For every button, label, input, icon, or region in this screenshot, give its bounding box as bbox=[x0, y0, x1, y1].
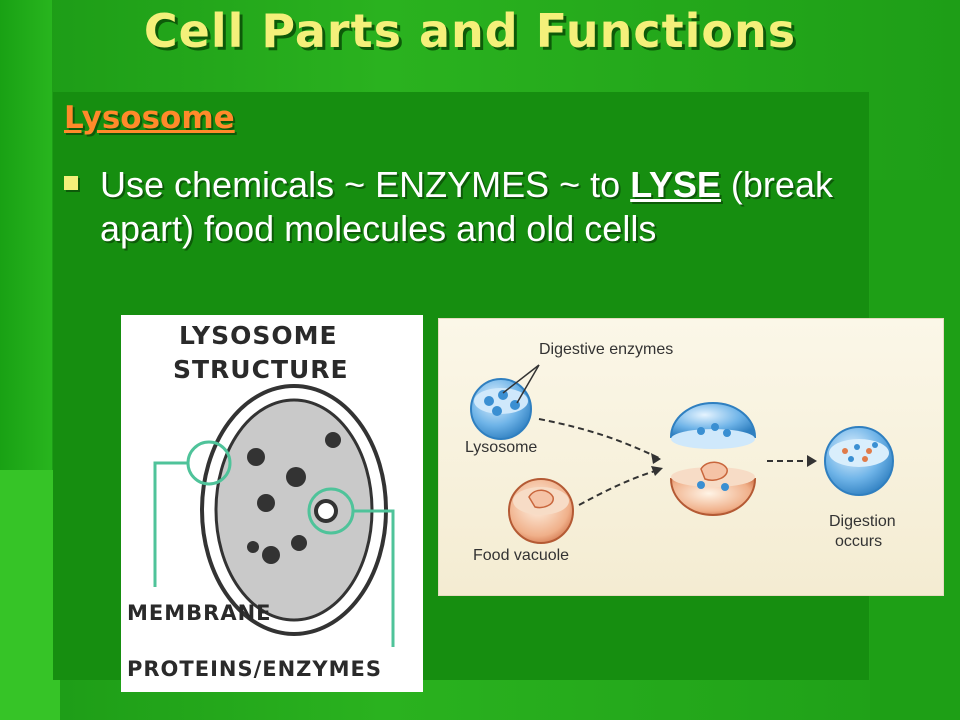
label-proteins-enzymes: PROTEINS/ENZYMES bbox=[127, 657, 382, 681]
lysosome-structure-drawing bbox=[153, 384, 395, 647]
structure-title-line1: LYSOSOME bbox=[179, 321, 338, 350]
label-digestive-enzymes: Digestive enzymes bbox=[539, 341, 674, 358]
label-food-vacuole: Food vacuole bbox=[473, 547, 570, 564]
bullet-emphasis: LYSE bbox=[630, 164, 721, 205]
section-heading: Lysosome bbox=[64, 100, 235, 136]
label-lysosome: Lysosome bbox=[465, 439, 538, 456]
digestion-diagram-image: Digestive enzymes Lysosome Food vacuole … bbox=[438, 318, 944, 596]
label-digestion: Digestion bbox=[829, 513, 896, 530]
bullet-text: Use chemicals ~ ENZYMES ~ to LYSE (break… bbox=[100, 163, 864, 251]
digestion-diagram-drawing bbox=[470, 364, 894, 544]
bullet-item: Use chemicals ~ ENZYMES ~ to LYSE (break… bbox=[64, 163, 864, 251]
background-stripe-left bbox=[0, 470, 60, 720]
lysosome-structure-image: LYSOSOME STRUCTURE MEMBRANE PROTEINS/ENZ… bbox=[121, 315, 423, 692]
label-occurs: occurs bbox=[835, 533, 883, 550]
bullet-text-before: Use chemicals ~ ENZYMES ~ to bbox=[100, 164, 631, 205]
structure-title-line2: STRUCTURE bbox=[173, 355, 349, 384]
bullet-square-icon bbox=[64, 176, 78, 190]
slide-title: Cell Parts and Functions bbox=[143, 4, 797, 58]
label-membrane: MEMBRANE bbox=[127, 601, 272, 625]
bullet-text-after: (break apart) food molecules and old cel… bbox=[100, 164, 833, 249]
